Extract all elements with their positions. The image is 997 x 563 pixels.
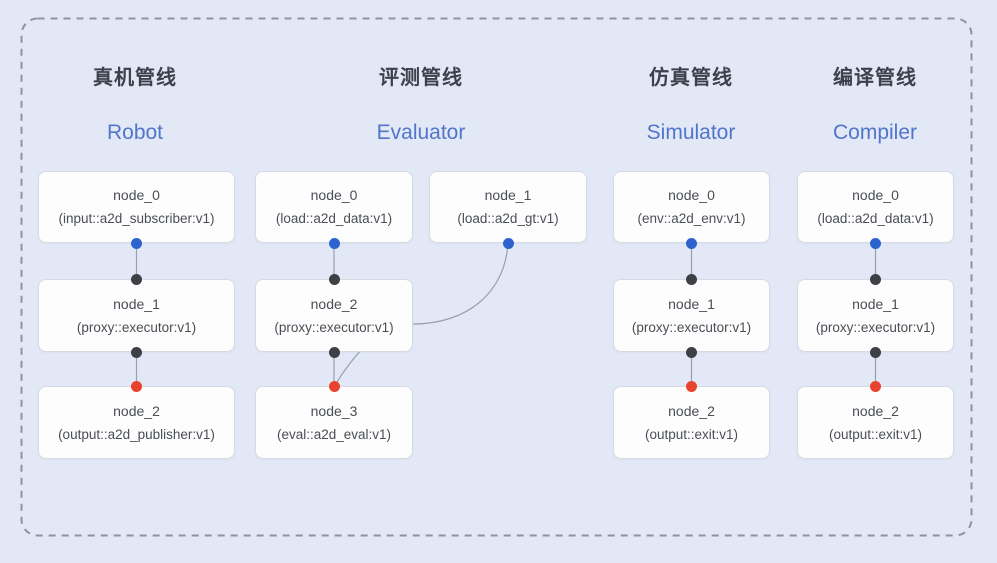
pipeline-subtitle-compiler: Compiler: [832, 121, 918, 144]
port-dark-simulator-node1-out: [686, 346, 697, 358]
node-box-evaluator-node1-gt: node_1 (load::a2d_gt:v1): [429, 171, 587, 243]
node-type: (proxy::executor:v1): [631, 319, 752, 335]
node-type: (output::exit:v1): [828, 426, 923, 442]
pipeline-title-robot: 真机管线: [93, 67, 177, 89]
port-red-compiler-node2-in: [870, 380, 881, 392]
port-red-robot-node2-in: [131, 380, 142, 392]
node-name: node_0: [113, 187, 160, 203]
port-dark-robot-node1-out: [131, 346, 142, 358]
dashed-frame: [20, 17, 973, 537]
node-type: (env::a2d_env:v1): [637, 211, 746, 226]
node-name: node_3: [310, 402, 358, 419]
node-type: (load::a2d_gt:v1): [457, 211, 559, 226]
node-type: (load::a2d_data:v1): [817, 211, 934, 226]
node-name: node_2: [310, 295, 358, 312]
node-type: (proxy::executor:v1): [76, 319, 197, 335]
node-name: node_1: [852, 295, 899, 312]
node-box-simulator-node1: node_1 (proxy::executor:v1): [613, 279, 770, 352]
port-red-simulator-node2-in: [686, 380, 697, 392]
node-name: node_1: [668, 295, 715, 312]
node-type: (input::a2d_subscriber:v1): [58, 211, 215, 226]
node-name: node_0: [310, 187, 358, 203]
node-box-compiler-node0: node_0 (load::a2d_data:v1): [797, 171, 954, 243]
node-box-compiler-node2: node_2 (output::exit:v1): [797, 386, 954, 459]
node-name: node_2: [668, 402, 715, 419]
node-box-evaluator-node2: node_2 (proxy::executor:v1): [255, 279, 413, 352]
port-blue-evaluator-node1gt-out: [502, 237, 514, 249]
node-type: (load::a2d_data:v1): [275, 211, 393, 226]
node-type: (output::a2d_publisher:v1): [58, 426, 215, 442]
port-dark-evaluator-node2-out: [328, 346, 340, 358]
node-name: node_2: [852, 402, 899, 419]
pipeline-subtitle-robot: Robot: [106, 121, 164, 144]
pipeline-title-compiler: 编译管线: [833, 67, 917, 89]
node-box-evaluator-node3: node_3 (eval::a2d_eval:v1): [255, 386, 413, 459]
node-name: node_2: [113, 402, 160, 419]
node-box-robot-node2: node_2 (output::a2d_publisher:v1): [38, 386, 235, 459]
node-type: (proxy::executor:v1): [815, 319, 936, 335]
node-name: node_0: [852, 187, 899, 203]
port-dark-compiler-node1-in: [870, 273, 881, 285]
node-box-simulator-node2: node_2 (output::exit:v1): [613, 386, 770, 459]
node-name: node_0: [668, 187, 715, 203]
port-blue-robot-node0-out: [131, 237, 142, 249]
port-blue-evaluator-node0-out: [328, 237, 340, 249]
node-box-robot-node0: node_0 (input::a2d_subscriber:v1): [38, 171, 235, 243]
pipeline-subtitle-evaluator: Evaluator: [376, 121, 466, 144]
node-box-evaluator-node0: node_0 (load::a2d_data:v1): [255, 171, 413, 243]
node-box-simulator-node0: node_0 (env::a2d_env:v1): [613, 171, 770, 243]
pipeline-title-evaluator: 评测管线: [379, 67, 463, 89]
node-type: (proxy::executor:v1): [274, 319, 394, 335]
port-dark-robot-node1-in: [131, 273, 142, 285]
port-blue-simulator-node0-out: [686, 237, 697, 249]
node-type: (output::exit:v1): [644, 426, 739, 442]
pipeline-subtitle-simulator: Simulator: [646, 121, 736, 144]
node-name: node_1: [484, 187, 532, 203]
node-name: node_1: [113, 295, 160, 312]
node-type: (eval::a2d_eval:v1): [276, 426, 392, 442]
port-dark-simulator-node1-in: [686, 273, 697, 285]
pipeline-title-simulator: 仿真管线: [649, 67, 733, 89]
port-blue-compiler-node0-out: [870, 237, 881, 249]
port-dark-evaluator-node2-in: [328, 273, 340, 285]
node-box-robot-node1: node_1 (proxy::executor:v1): [38, 279, 235, 352]
node-box-compiler-node1: node_1 (proxy::executor:v1): [797, 279, 954, 352]
port-red-evaluator-node3-in: [328, 380, 340, 392]
port-dark-compiler-node1-out: [870, 346, 881, 358]
